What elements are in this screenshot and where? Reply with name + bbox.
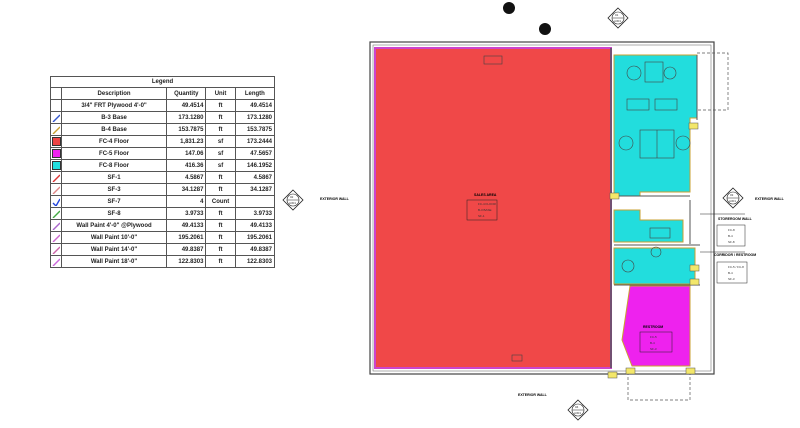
legend-marker-cell [50, 147, 62, 160]
section-right-lower: A301 [729, 199, 736, 203]
legend-length: 195.2061 [234, 231, 276, 244]
schedule-tag-2-title: CORRIDOR / RESTROOM [714, 253, 756, 257]
section-top-upper: 01 [615, 13, 619, 17]
schedule-tag-1: STOREROOM WALL FC-8 B-4 SF-8 [716, 217, 753, 247]
legend-line-icon [52, 114, 60, 122]
legend-line-icon [52, 258, 60, 266]
exterior-dashed-upper [697, 52, 729, 111]
elevation-label-bottom: EXTERIOR WALL [518, 393, 548, 397]
legend-table: Legend Description Quantity Unit Length … [50, 76, 276, 268]
legend-line-icon [52, 246, 60, 254]
section-left-lower: A301 [289, 201, 296, 205]
legend-line-icon [52, 222, 60, 230]
schedule-tag-1-line-1: FC-8 [728, 228, 735, 232]
yellow-tags [607, 122, 700, 379]
legend-line-icon [52, 186, 60, 194]
legend-quantity: 122.8303 [166, 255, 207, 268]
legend-line-icon [52, 174, 60, 182]
building-outline [369, 41, 715, 375]
schedule-tag-2-line-2: B-4 [728, 271, 733, 275]
room-main-line-3: SF-1 [478, 214, 485, 218]
room-restroom-line-2: B-4 [650, 341, 655, 345]
legend-header-length: Length [234, 87, 276, 100]
room-main-line-2: B-3 BASE [478, 208, 492, 212]
section-bottom-upper: 04 [575, 405, 579, 409]
legend-check-icon [52, 198, 60, 206]
legend-quantity: 416.36 [166, 159, 207, 172]
room-restroom-line-1: FC-5 [650, 335, 657, 339]
fc8-floor-lower[interactable] [613, 247, 696, 285]
legend-line-icon [52, 126, 60, 134]
elevation-label-left: EXTERIOR WALL [320, 197, 350, 201]
room-tag-restroom: RESTROOM FC-5 B-4 SF-3 [639, 325, 673, 353]
building-outline-inner [372, 44, 712, 372]
legend-length: 122.8303 [234, 255, 276, 268]
fc8-floor-upper[interactable] [613, 54, 698, 197]
fc5-floor-area[interactable] [621, 285, 691, 367]
section-marker-left[interactable]: 02 A301 [282, 189, 304, 211]
column-marker-top [503, 2, 515, 14]
fc4-floor-area[interactable] [374, 47, 612, 369]
room-main-line-1: FC-4 FLOOR [478, 202, 497, 206]
elevation-label-right: EXTERIOR WALL [755, 197, 785, 201]
fixtures [483, 55, 691, 362]
section-marker-bottom[interactable]: 04 A301 [567, 399, 589, 421]
schedule-tag-1-line-3: SF-8 [728, 240, 735, 244]
schedule-tag-2-line-3: SF-3 [728, 277, 735, 281]
schedule-tag-1-line-2: B-4 [728, 234, 733, 238]
exterior-dashed-lower [627, 372, 691, 401]
section-top-lower: A301 [614, 19, 621, 23]
legend-line-icon [52, 210, 60, 218]
column-marker-mid [539, 23, 551, 35]
legend-line-icon [52, 234, 60, 242]
section-left-upper: 02 [290, 195, 294, 199]
section-right-upper: 03 [730, 193, 734, 197]
schedule-tag-2-line-1: FC-5 / FC-8 [728, 265, 744, 269]
interior-walls [614, 55, 700, 286]
room-restroom-line-3: SF-3 [650, 347, 657, 351]
section-bottom-lower: A301 [574, 411, 581, 415]
room-name-main: SALES AREA [474, 193, 497, 197]
section-marker-right[interactable]: 03 A301 [722, 187, 744, 209]
fc8-floor-mid[interactable] [613, 209, 684, 243]
section-marker-top[interactable]: 01 A301 [607, 7, 629, 29]
legend-swatch-icon [51, 149, 61, 158]
legend-marker-cell [50, 219, 62, 232]
legend-quantity: 173.1280 [166, 111, 207, 124]
room-tag-main: SALES AREA FC-4 FLOOR B-3 BASE SF-1 [466, 193, 498, 221]
room-name-restroom: RESTROOM [643, 325, 663, 329]
legend-quantity: 153.7875 [166, 123, 207, 136]
legend-swatch-icon [51, 137, 61, 146]
schedule-tag-1-title: STOREROOM WALL [718, 217, 753, 221]
schedule-tag-2: CORRIDOR / RESTROOM FC-5 / FC-8 B-4 SF-3 [714, 253, 756, 284]
legend-unit: ft [205, 255, 236, 268]
legend-swatch-icon [51, 161, 61, 170]
